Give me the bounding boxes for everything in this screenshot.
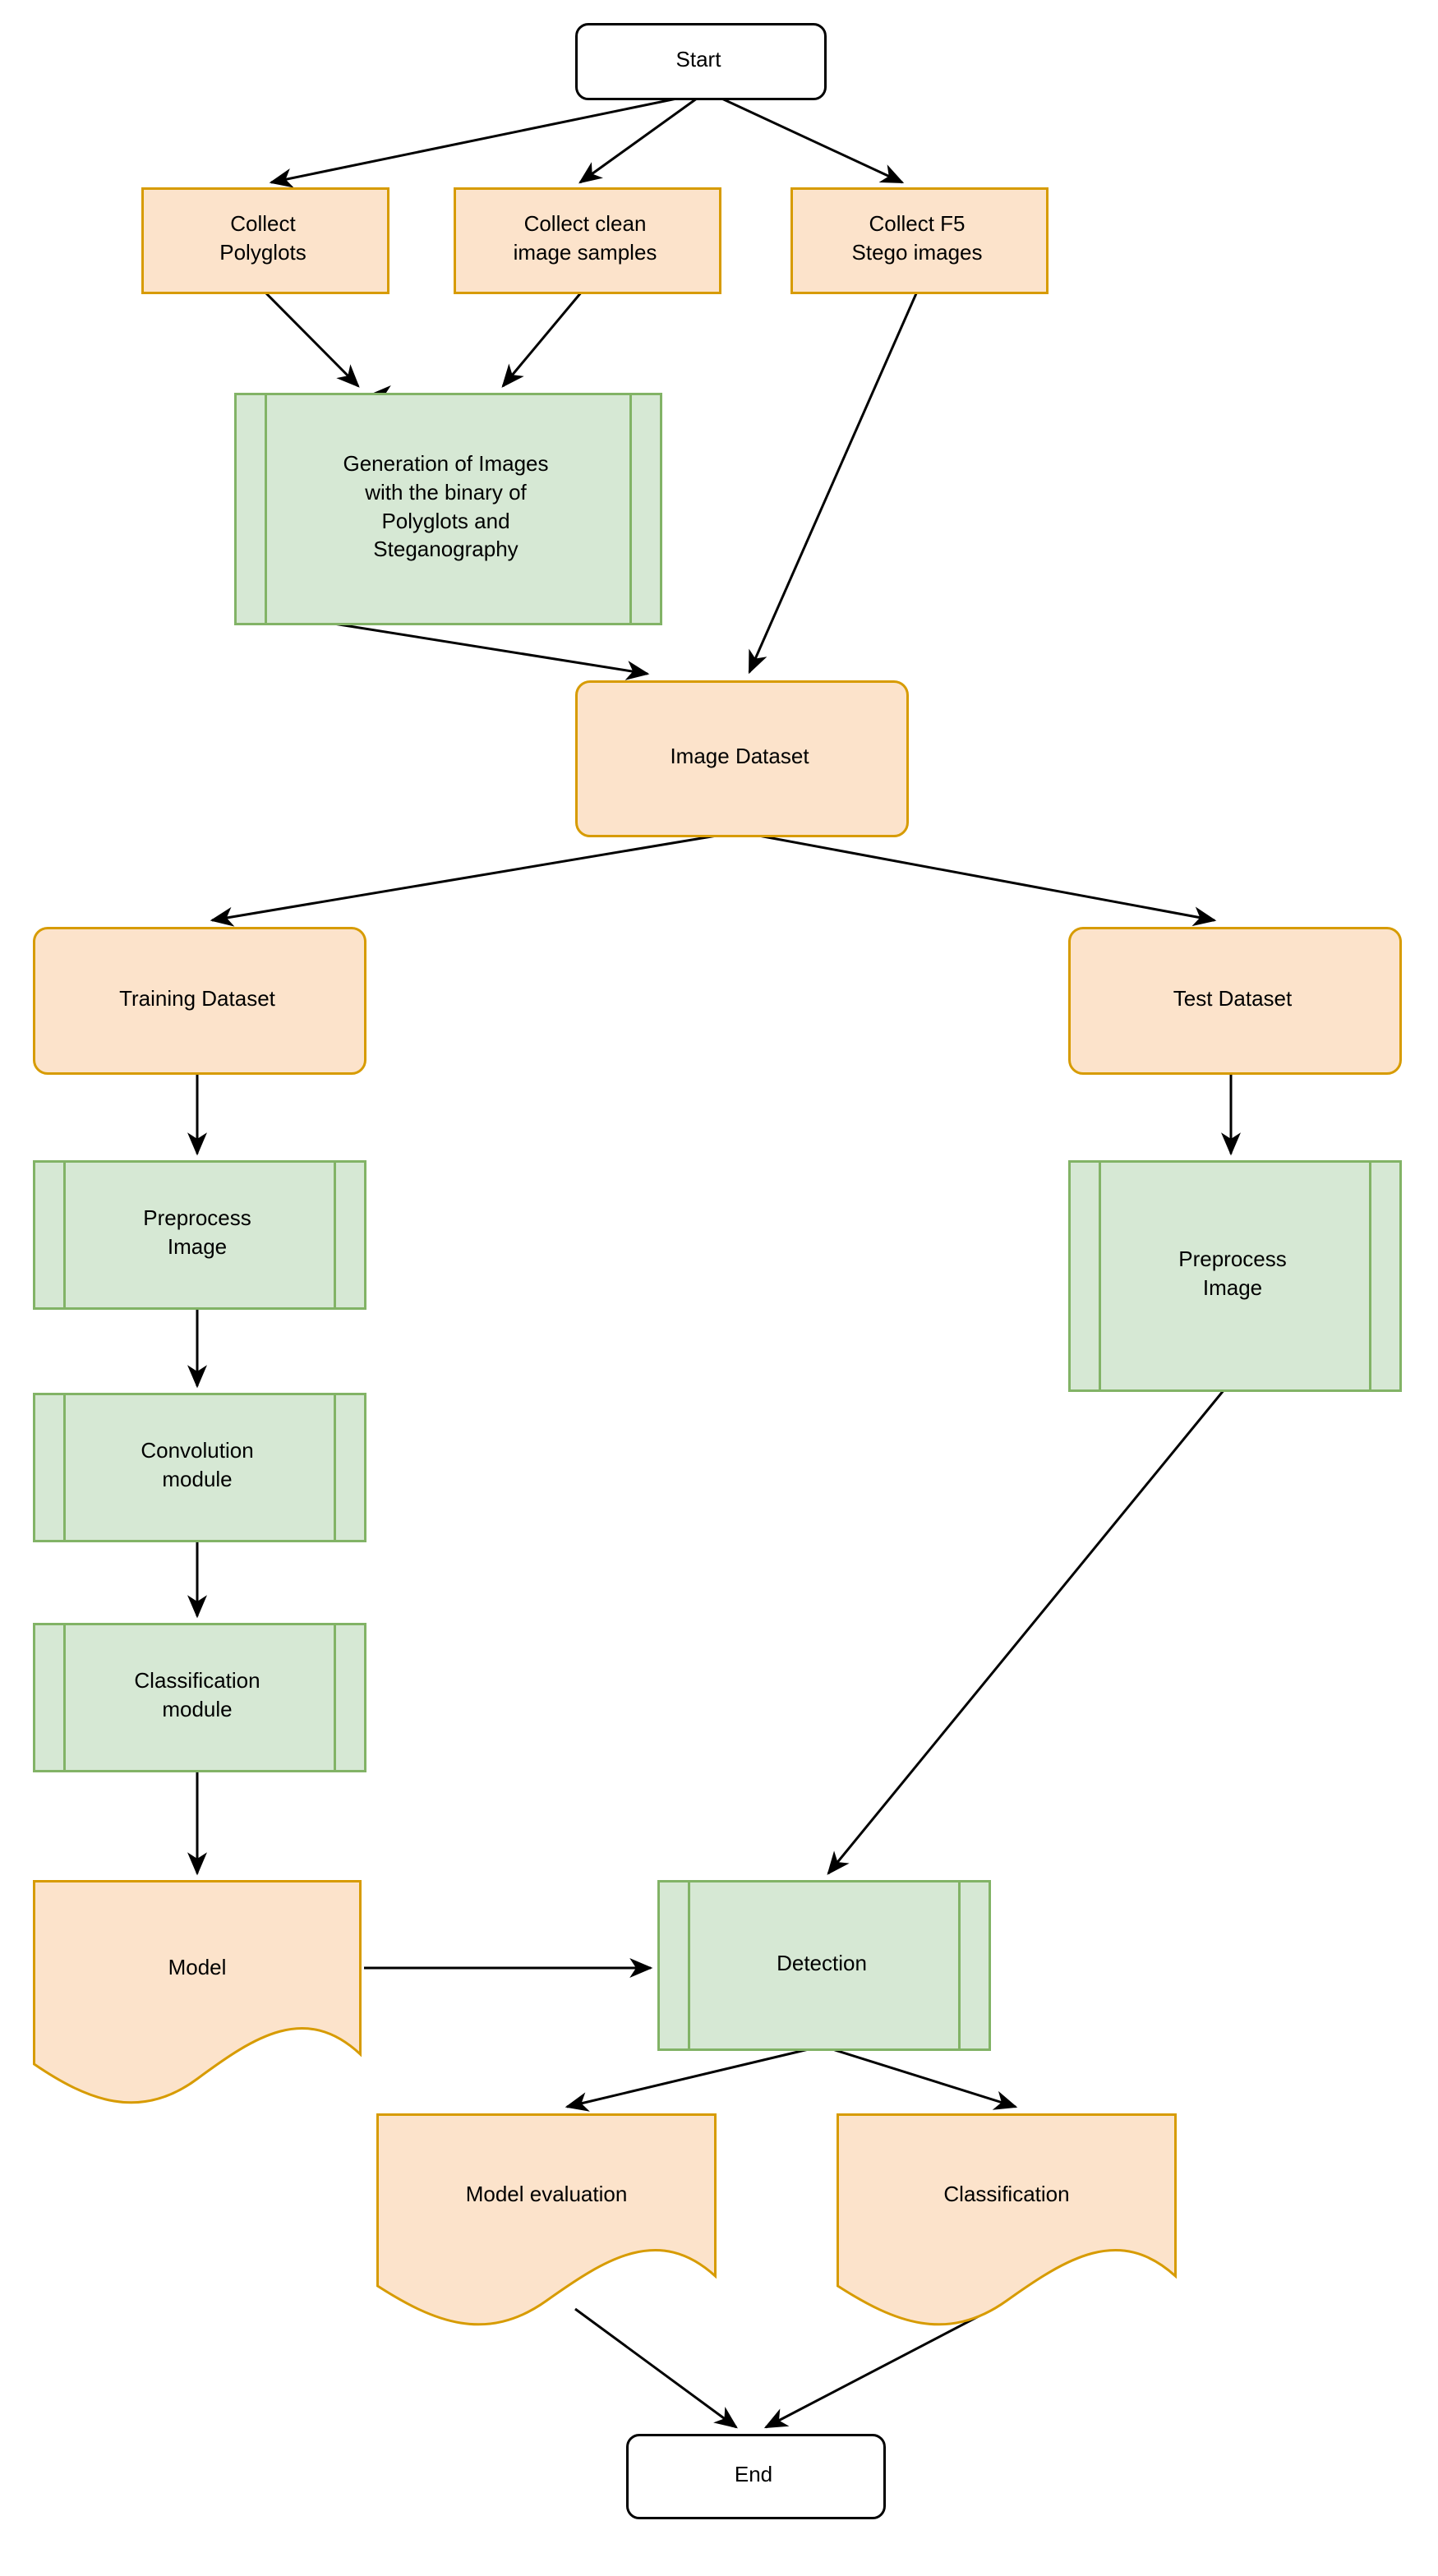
node-model-label: Model <box>168 1954 227 1979</box>
preprocess-image-training-shape <box>33 1160 366 1310</box>
detection-shape <box>657 1880 991 2051</box>
edge-start-collect-clean <box>578 94 701 184</box>
predefined-process-left-bar <box>63 1395 66 1540</box>
node-collect-f5-stego[interactable]: Collect F5 Stego images <box>790 187 1049 294</box>
predefined-process-right-bar <box>958 1882 961 2048</box>
node-collect-polyglots[interactable]: Collect Polyglots <box>141 187 389 294</box>
node-test-dataset-label: Test Dataset <box>1173 985 1293 1011</box>
node-classification-output-label: Classification <box>943 2181 1070 2206</box>
edge-imageds-test <box>754 833 1217 927</box>
classification-module-shape <box>33 1623 366 1772</box>
node-end[interactable]: End <box>626 2434 886 2519</box>
node-detection[interactable]: Detection <box>657 1880 991 2051</box>
predefined-process-right-bar <box>1369 1163 1371 1389</box>
node-start-label: Start <box>675 46 721 71</box>
predefined-process-right-bar <box>629 395 632 623</box>
node-image-dataset-label: Image Dataset <box>670 744 809 769</box>
node-model-evaluation-label: Model evaluation <box>465 2181 628 2206</box>
predefined-process-left-bar <box>688 1882 690 2048</box>
predefined-process-left-bar <box>265 395 267 623</box>
node-classification-module-label: Classification module <box>134 1668 260 1721</box>
node-model-evaluation[interactable]: Model evaluation <box>376 2113 717 2319</box>
edge-start-collect-polyglots <box>269 94 689 188</box>
start-shape <box>575 23 827 100</box>
convolution-module-shape <box>33 1393 366 1542</box>
node-classification-module[interactable]: Classification module <box>33 1623 366 1772</box>
predefined-process-right-bar <box>334 1625 336 1770</box>
node-training-dataset[interactable]: Training Dataset <box>33 927 366 1075</box>
predefined-process-right-bar <box>334 1395 336 1540</box>
image-dataset-shape <box>575 680 909 837</box>
end-shape <box>626 2434 886 2519</box>
predefined-process-right-bar <box>334 1163 336 1307</box>
model-evaluation-document-shape <box>376 2113 717 2326</box>
edge-polyglots-generation <box>263 290 360 388</box>
node-generation-of-images-label: Generation of Images with the binary of … <box>343 450 549 562</box>
collect-f5-stego-shape <box>790 187 1049 294</box>
predefined-process-left-bar <box>63 1625 66 1770</box>
edge-model-evaluation-end <box>574 2307 738 2429</box>
collect-clean-images-shape <box>454 187 721 294</box>
edge-generation-image-dataset <box>328 621 650 680</box>
generation-of-images-shape <box>234 393 662 625</box>
node-detection-label: Detection <box>777 1950 867 1975</box>
node-classification-output[interactable]: Classification <box>837 2113 1177 2319</box>
edge-start-collect-f5 <box>716 94 905 184</box>
edge-imageds-training <box>210 833 722 927</box>
training-dataset-shape <box>33 927 366 1075</box>
node-preprocess-image-training[interactable]: Preprocess Image <box>33 1160 366 1310</box>
edge-detection-model-evaluation <box>565 2047 813 2112</box>
node-preprocess-image-test-label: Preprocess Image <box>1178 1247 1287 1300</box>
node-generation-of-images[interactable]: Generation of Images with the binary of … <box>234 393 662 625</box>
edge-preprocess-detection <box>827 1389 1226 1875</box>
node-start[interactable]: Start <box>575 23 827 100</box>
collect-polyglots-shape <box>141 187 389 294</box>
node-collect-clean-images-label: Collect clean image samples <box>513 211 657 265</box>
node-preprocess-image-test[interactable]: Preprocess Image <box>1068 1160 1402 1392</box>
node-test-dataset[interactable]: Test Dataset <box>1068 927 1402 1075</box>
model-document-shape <box>33 1880 362 2104</box>
node-collect-polyglots-label: Collect Polyglots <box>219 211 306 265</box>
node-collect-f5-stego-label: Collect F5 Stego images <box>851 211 983 265</box>
edge-detection-classification <box>829 2047 1018 2110</box>
preprocess-image-test-shape <box>1068 1160 1402 1392</box>
classification-document-shape <box>837 2113 1177 2326</box>
node-convolution-module-label: Convolution module <box>141 1438 254 1491</box>
node-collect-clean-images[interactable]: Collect clean image samples <box>454 187 721 294</box>
node-image-dataset[interactable]: Image Dataset <box>575 680 909 837</box>
test-dataset-shape <box>1068 927 1402 1075</box>
node-convolution-module[interactable]: Convolution module <box>33 1393 366 1542</box>
node-preprocess-image-training-label: Preprocess Image <box>143 1205 251 1259</box>
node-model[interactable]: Model <box>33 1880 362 2100</box>
edge-f5-image-dataset <box>748 291 919 675</box>
node-training-dataset-label: Training Dataset <box>119 985 275 1011</box>
edge-clean-generation <box>501 291 583 388</box>
edge-classification-end <box>763 2307 993 2429</box>
predefined-process-left-bar <box>63 1163 66 1307</box>
node-end-label: End <box>734 2461 773 2486</box>
predefined-process-left-bar <box>1099 1163 1101 1389</box>
